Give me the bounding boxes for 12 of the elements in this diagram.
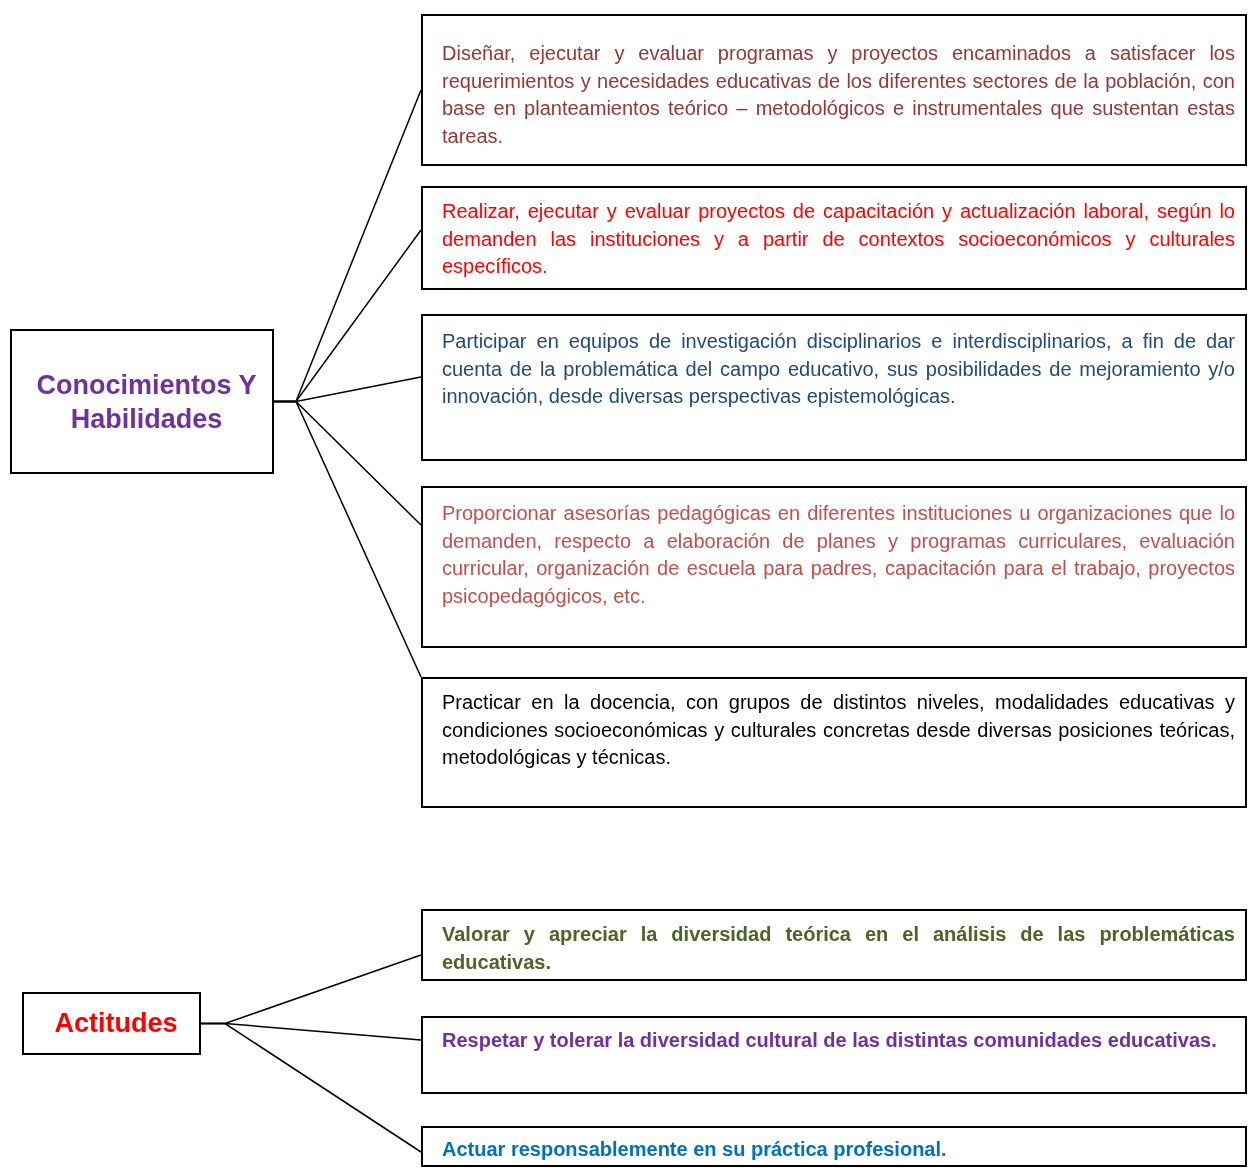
connector-line (273, 400, 422, 678)
description-box: Valorar y apreciar la diversidad teórica en el análisis de las problemáticas educativas. (421, 909, 1247, 981)
description-box: Diseñar, ejecutar y evaluar programas y proyectos encaminados a satisfacer los requerimientos y necesidades educativas de los diferentes sectores de la población, con base en planteamientos teórico – metodológicos e instrumentales que sustentan estas tareas. (421, 14, 1247, 166)
description-box: Proporcionar asesorías pedagógicas en diferentes instituciones u organizaciones que lo demanden, respecto a elaboración de planes y programas curriculares, evaluación curricular, organización de escuela para padres, capacitación para el trabajo, proyectos psicopedagógicos, etc. (421, 486, 1247, 648)
description-box: Participar en equipos de investigación disciplinarios e interdisciplinarios, a fin de dar cuenta de la problemática del campo educativo, sus posibilidades de mejoramiento y/o innovación, desde diversas perspectivas epistemológicas. (421, 314, 1247, 461)
connector-line (200, 1022, 422, 1153)
description-box: Respetar y tolerar la diversidad cultural de las distintas comunidades educativas. (421, 1016, 1247, 1094)
description-box: Actuar responsablemente en su práctica profesional. (421, 1126, 1247, 1167)
description-box: Practicar en la docencia, con grupos de distintos niveles, modalidades educativas y condiciones socioeconómicas y culturales concretas desde diversas posiciones teóricas, metodológicas y técnicas. (421, 677, 1247, 808)
category-box: Actitudes (22, 992, 201, 1055)
description-box: Realizar, ejecutar y evaluar proyectos de capacitación y actualización laboral, según lo demanden las instituciones y a partir de contextos socioeconómicos y culturales específicos. (421, 186, 1247, 290)
category-box: Conocimientos Y Habilidades (10, 329, 274, 474)
